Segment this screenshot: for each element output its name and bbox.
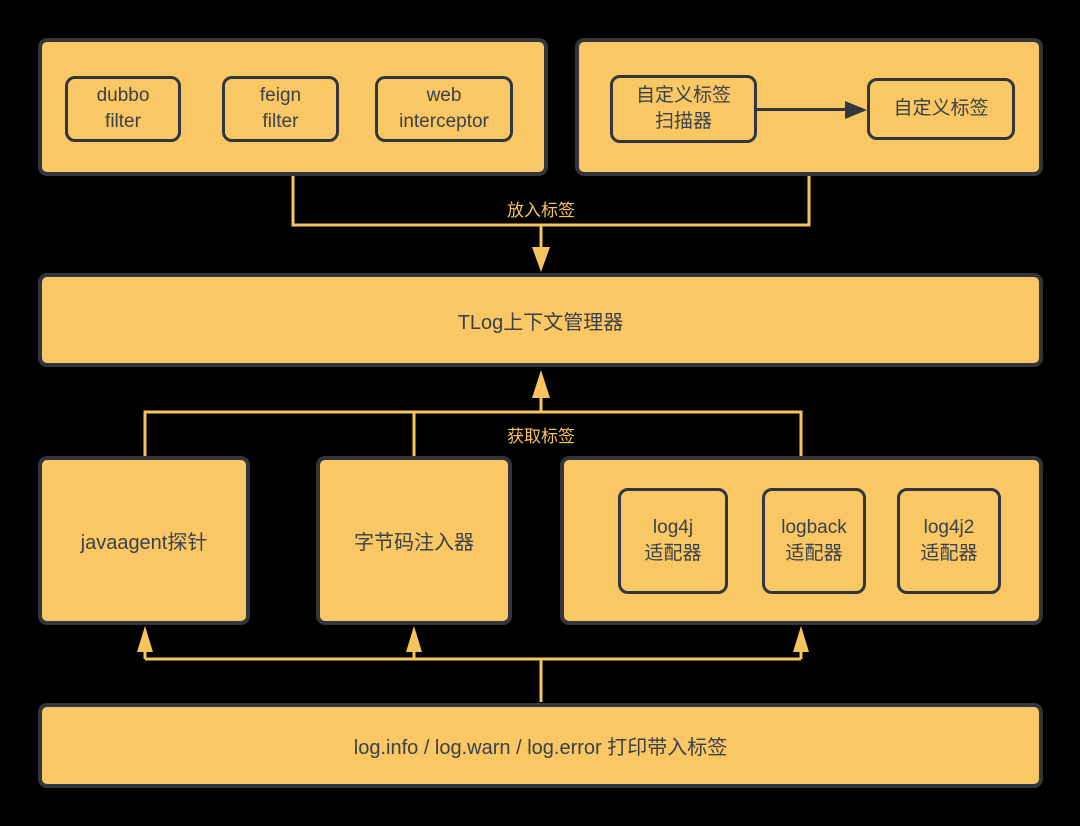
arrowhead-up-javaagent xyxy=(137,626,153,652)
node-custom-tag: 自定义标签 xyxy=(867,78,1015,140)
arrowhead-up-bytecode xyxy=(406,626,422,652)
arrowhead-up-adapters xyxy=(793,626,809,652)
node-web-interceptor: web interceptor xyxy=(375,76,513,142)
connector-bottom-trunk xyxy=(145,657,801,702)
get-tag-label: 获取标签 xyxy=(507,427,575,446)
scanner-to-tag-arrow-line xyxy=(757,108,847,111)
node-bytecode-injector: 字节码注入器 xyxy=(316,456,512,625)
node-log4j-adapter: log4j 适配器 xyxy=(618,488,728,594)
node-log4j2-adapter: log4j2 适配器 xyxy=(897,488,1001,594)
entry-filters-group: dubbo filter feign filter web intercepto… xyxy=(38,38,548,176)
node-logback-adapter: logback 适配器 xyxy=(762,488,866,594)
log-adapters-group: log4j 适配器 logback 适配器 log4j2 适配器 xyxy=(560,456,1043,625)
node-feign-filter: feign filter xyxy=(222,76,339,142)
custom-tag-group: 自定义标签 扫描器 自定义标签 xyxy=(575,38,1043,176)
arrowhead-down-manager xyxy=(532,247,550,272)
node-dubbo-filter: dubbo filter xyxy=(65,76,181,142)
connector-middle-to-manager xyxy=(143,410,803,456)
node-tlog-context-manager: TLog上下文管理器 xyxy=(38,273,1043,367)
put-tag-label: 放入标签 xyxy=(507,201,575,220)
connector-top-to-manager xyxy=(291,176,811,227)
scanner-to-tag-arrow-head xyxy=(845,101,867,119)
arrowhead-up-manager xyxy=(532,370,550,398)
node-custom-tag-scanner: 自定义标签 扫描器 xyxy=(610,75,757,143)
node-javaagent-probe: javaagent探针 xyxy=(38,456,250,625)
node-log-print: log.info / log.warn / log.error 打印带入标签 xyxy=(38,703,1043,788)
